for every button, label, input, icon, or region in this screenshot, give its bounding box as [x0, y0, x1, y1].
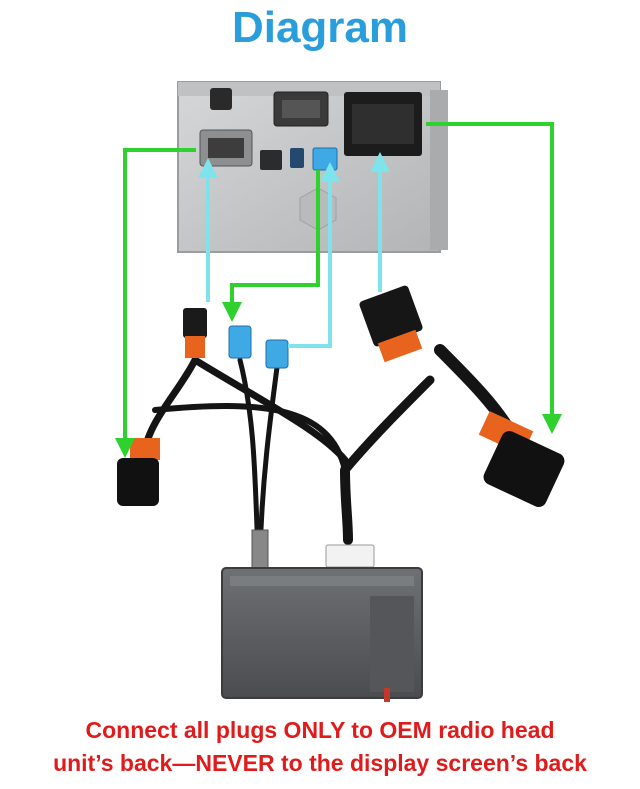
antenna-plug-module — [251, 529, 269, 571]
plug-blue-2 — [265, 339, 289, 369]
plug-left-large — [117, 438, 160, 506]
green-arrow-left — [115, 148, 196, 458]
small-port — [260, 150, 282, 170]
interface-module — [221, 567, 423, 702]
antenna-port — [210, 88, 232, 110]
warning-line-1: Connect all plugs ONLY to OEM radio head — [85, 717, 555, 743]
warning-text: Connect all plugs ONLY to OEM radio head… — [0, 714, 640, 780]
harness-cables — [141, 344, 521, 558]
warning-line-2: unit’s back—NEVER to the display screen’… — [53, 750, 587, 776]
plug-white-connector — [325, 544, 375, 568]
cyan-arrows — [198, 152, 390, 348]
green-arrow-center — [222, 170, 320, 322]
plug-blue-1 — [228, 325, 252, 359]
radio-head-unit — [177, 81, 448, 253]
plug-small-orange — [183, 308, 207, 358]
plug-right-large — [478, 411, 565, 508]
plug-large-upper — [359, 285, 423, 363]
diagram-title: Diagram — [231, 3, 409, 52]
cyan-arrow-center — [288, 162, 340, 348]
fakra-port-2 — [312, 147, 338, 171]
green-arrow-right — [426, 122, 562, 434]
green-arrows — [115, 122, 562, 458]
fakra-port-1 — [290, 148, 304, 168]
